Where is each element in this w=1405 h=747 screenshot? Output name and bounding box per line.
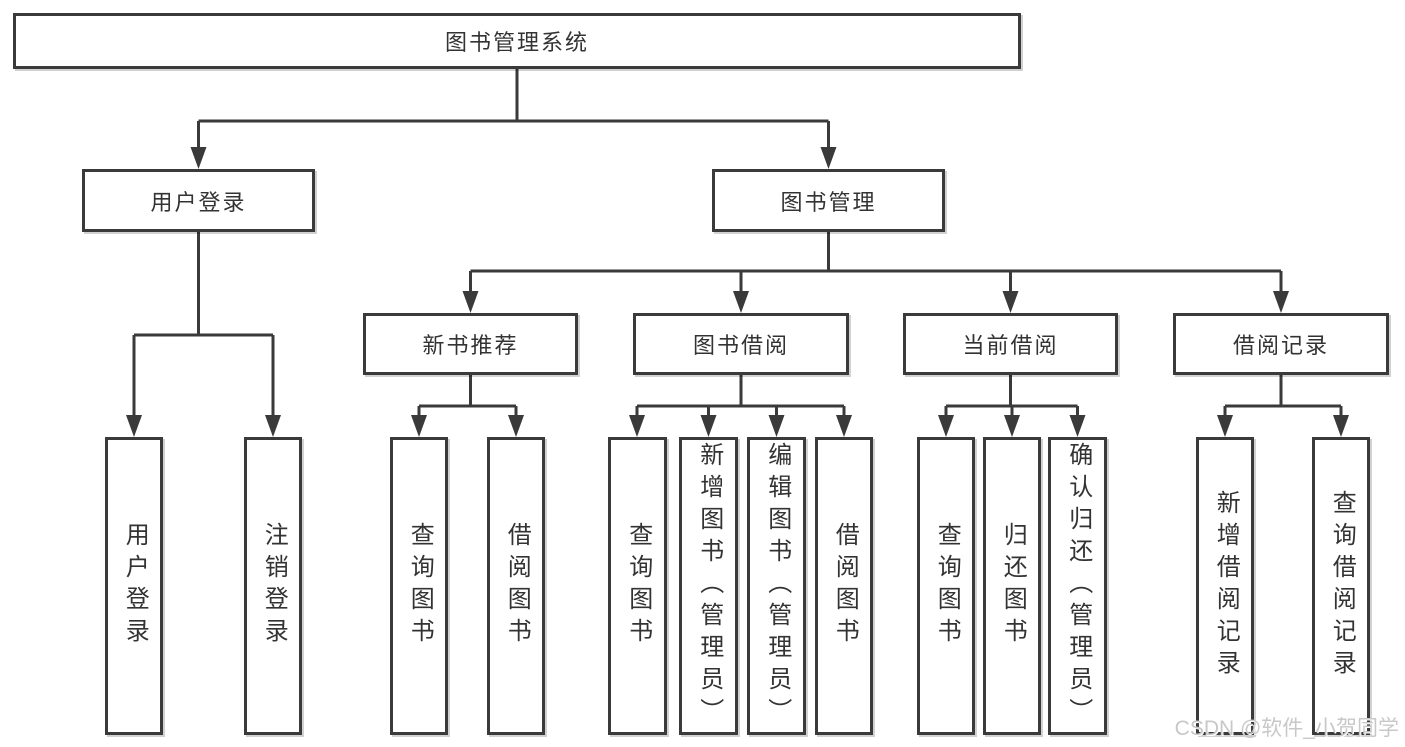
node-label: 新书推荐 (422, 333, 519, 358)
node-user-login: 用户登录 (82, 169, 315, 232)
node-label: 新增借阅记录 (1212, 490, 1240, 682)
node-current-borrowing: 当前借阅 (903, 313, 1118, 375)
arrow-icon (265, 415, 281, 437)
node-label: 注销登录 (260, 522, 288, 650)
tree-edges (132, 69, 1343, 417)
arrow-icon (768, 415, 785, 437)
watermark-text: CSDN @软件_小贺同学 (1174, 717, 1399, 740)
node-book-borrowing: 图书借阅 (633, 313, 849, 375)
node-label: 编辑图书（管理员） (763, 442, 791, 730)
node-library-management-system: 图书管理系统 (13, 13, 1021, 69)
arrow-icon (938, 415, 954, 437)
node-label: 查询图书 (624, 522, 652, 650)
node-label: 确认归还（管理员） (1064, 442, 1092, 730)
node-query-borrow-record: 查询借阅记录 (1312, 437, 1370, 735)
arrow-icon (190, 147, 207, 169)
node-label: 借阅记录 (1232, 333, 1329, 358)
arrow-icon (462, 291, 479, 313)
arrow-icon (1004, 415, 1020, 437)
arrow-icon (411, 415, 427, 437)
node-borrowing-records: 借阅记录 (1173, 313, 1389, 375)
node-user-login-action: 用户登录 (105, 437, 163, 735)
node-query-books-borrow: 查询图书 (608, 437, 667, 735)
node-label: 图书借阅 (692, 333, 789, 358)
arrow-icon (1333, 415, 1349, 437)
node-label: 查询图书 (933, 522, 961, 650)
arrow-icon (820, 147, 837, 169)
node-book-management: 图书管理 (712, 169, 945, 232)
arrow-icon (126, 415, 142, 437)
node-query-books-recommend: 查询图书 (390, 437, 448, 735)
node-edit-book-admin: 编辑图书（管理员） (747, 437, 806, 735)
node-label: 归还图书 (999, 522, 1027, 650)
arrow-icon (508, 415, 524, 437)
arrow-icon (1069, 415, 1086, 437)
arrow-icon (1273, 291, 1289, 313)
node-add-book-admin: 新增图书（管理员） (679, 437, 738, 735)
node-label: 新增图书（管理员） (695, 442, 723, 730)
node-borrow-books-recommend: 借阅图书 (487, 437, 545, 735)
node-label: 图书管理系统 (444, 30, 589, 55)
node-borrow-books-borrow: 借阅图书 (815, 437, 873, 735)
node-label: 借阅图书 (831, 522, 859, 650)
node-label: 查询借阅记录 (1328, 490, 1356, 682)
node-label: 借阅图书 (503, 522, 531, 650)
arrow-icon (1002, 291, 1019, 313)
arrowheads (126, 147, 1349, 437)
node-label: 用户登录 (121, 522, 149, 650)
arrow-icon (1217, 415, 1233, 437)
node-label: 图书管理 (780, 189, 877, 215)
node-label: 用户登录 (150, 189, 247, 215)
arrow-icon (629, 415, 645, 437)
node-add-borrow-record: 新增借阅记录 (1196, 437, 1254, 735)
node-label: 查询图书 (406, 522, 434, 650)
node-query-books-current: 查询图书 (917, 437, 975, 735)
node-logout-action: 注销登录 (244, 437, 302, 735)
arrow-icon (700, 415, 717, 437)
node-confirm-return-admin: 确认归还（管理员） (1048, 437, 1107, 735)
node-label: 当前借阅 (962, 333, 1059, 358)
node-new-book-recommend: 新书推荐 (363, 313, 578, 375)
node-return-book: 归还图书 (983, 437, 1041, 735)
arrow-icon (836, 415, 852, 437)
arrow-icon (733, 291, 749, 313)
